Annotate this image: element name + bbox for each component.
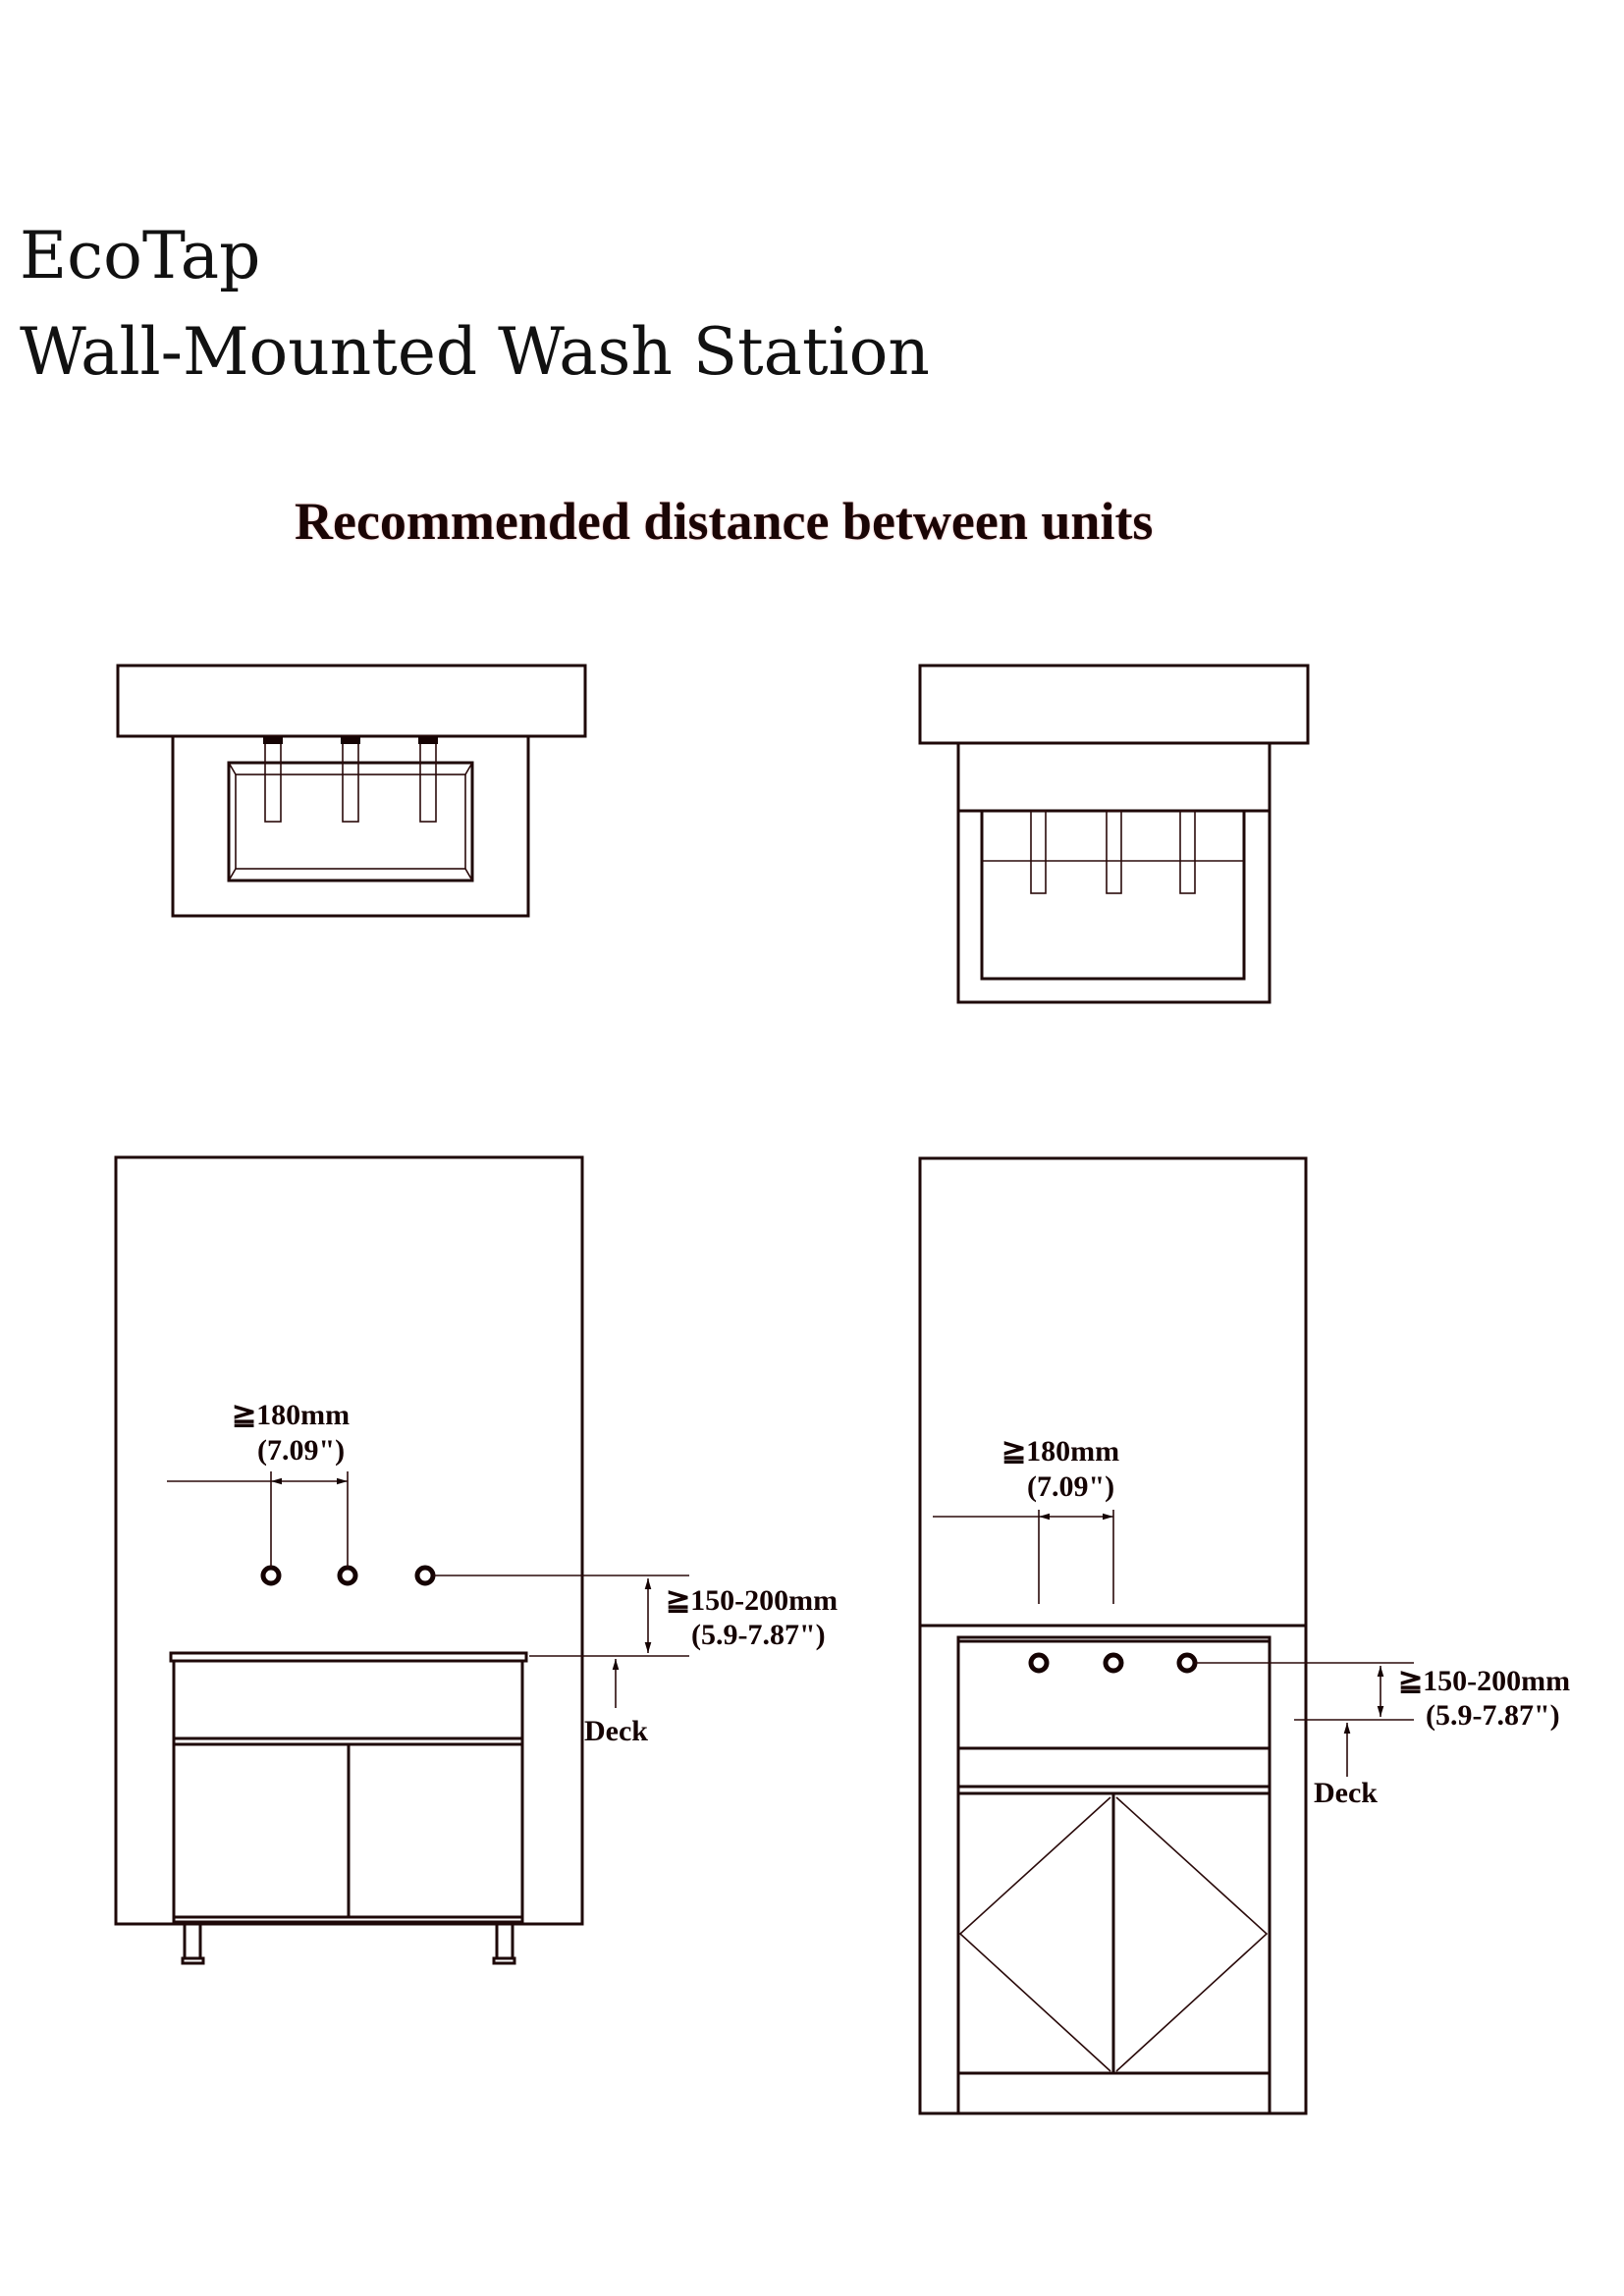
tap-spouts	[1030, 810, 1196, 894]
tap-height-label: ≧150-200mm	[666, 1584, 838, 1617]
section-heading: Recommended distance between units	[295, 492, 1154, 551]
door-diamond	[958, 1796, 1269, 2072]
sink-body	[956, 741, 1272, 1004]
tap-holes	[1028, 1652, 1198, 1674]
tap-spouts	[263, 735, 438, 823]
tap-height-imperial: (5.9-7.87")	[691, 1619, 826, 1651]
counter-top	[116, 664, 587, 738]
cabinet-legs	[181, 1922, 516, 1965]
elevation-left: ≧180mm (7.09") ≧150-200mm (5.9-7.87") De…	[114, 1155, 838, 1965]
tap-holes	[260, 1565, 436, 1586]
plan-view-right	[918, 664, 1310, 1004]
tap-height-imperial: (5.9-7.87")	[1426, 1699, 1560, 1732]
brand-title: EcoTap	[20, 218, 261, 294]
plan-view-left	[116, 664, 587, 918]
deck-label: Deck	[584, 1715, 648, 1747]
product-title: Wall-Mounted Wash Station	[20, 314, 930, 390]
basin-inner	[235, 774, 466, 870]
cabinet	[172, 1659, 524, 1924]
tap-spacing-label: ≧180mm	[232, 1399, 350, 1431]
wall	[114, 1155, 584, 1926]
basin	[980, 811, 1246, 981]
basin-outer	[227, 761, 474, 882]
wall	[918, 1156, 1308, 2115]
deck-label: Deck	[1314, 1777, 1378, 1809]
tap-spacing-imperial: (7.09")	[1027, 1470, 1114, 1503]
tap-spacing-label: ≧180mm	[1001, 1435, 1119, 1468]
tap-height-label: ≧150-200mm	[1398, 1665, 1570, 1697]
elevation-right: ≧180mm (7.09") ≧150-200mm (5.9-7.87") De…	[918, 1156, 1570, 2115]
tap-spacing-imperial: (7.09")	[257, 1434, 345, 1467]
counter-top	[918, 664, 1310, 745]
